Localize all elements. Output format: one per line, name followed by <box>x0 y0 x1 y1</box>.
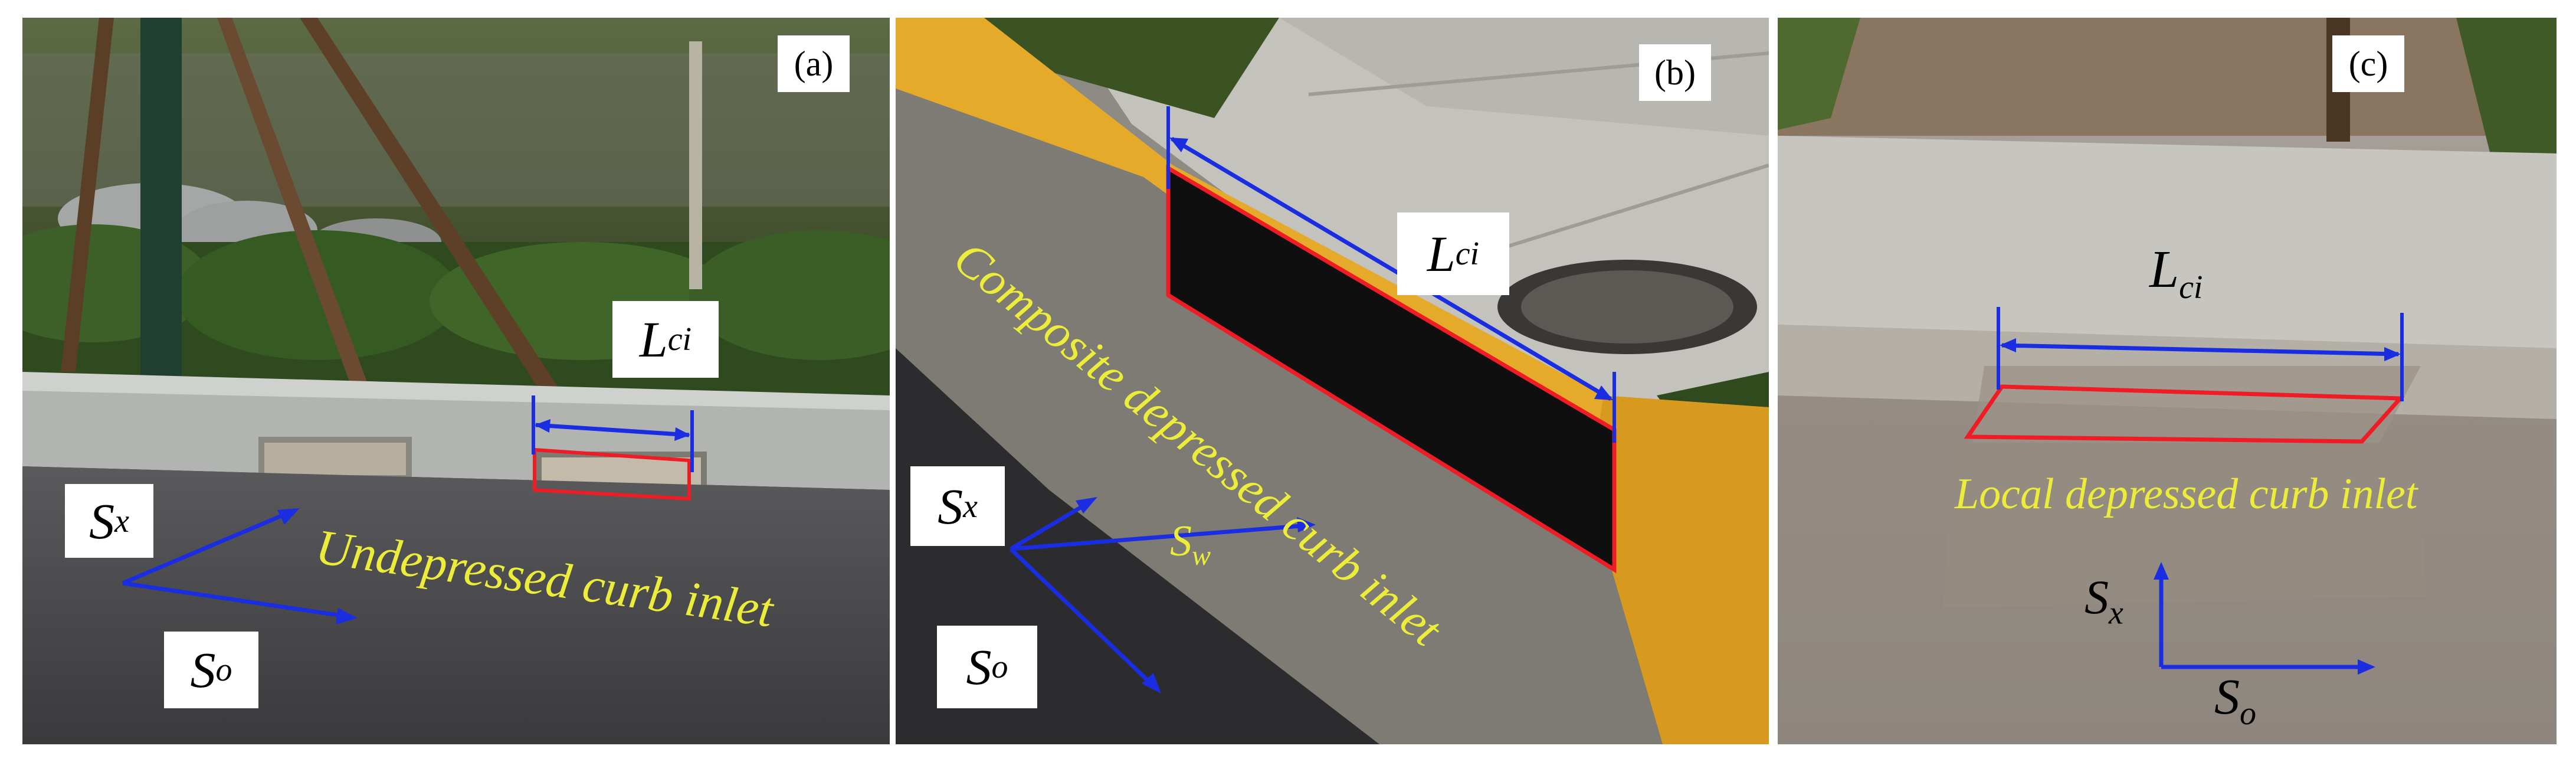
photo-panel-c: (c) Lci Sx So Local depressed curb inlet <box>1778 18 2557 744</box>
gutter-slope-label-b: Sw <box>1170 517 1211 571</box>
scene-c-photo <box>1778 18 2557 744</box>
cross-slope-label-c: Sx <box>2085 570 2123 632</box>
caption-c: Local depressed curb inlet <box>1955 470 2418 518</box>
panel-tag-c: (c) <box>2332 35 2404 92</box>
length-label-c: Lci <box>2149 240 2203 306</box>
panel-tag-b: (b) <box>1639 44 1711 101</box>
panel-tag-a: (a) <box>778 35 850 92</box>
long-slope-label-c: So <box>2214 668 2256 732</box>
scene-a-photo <box>22 18 890 744</box>
